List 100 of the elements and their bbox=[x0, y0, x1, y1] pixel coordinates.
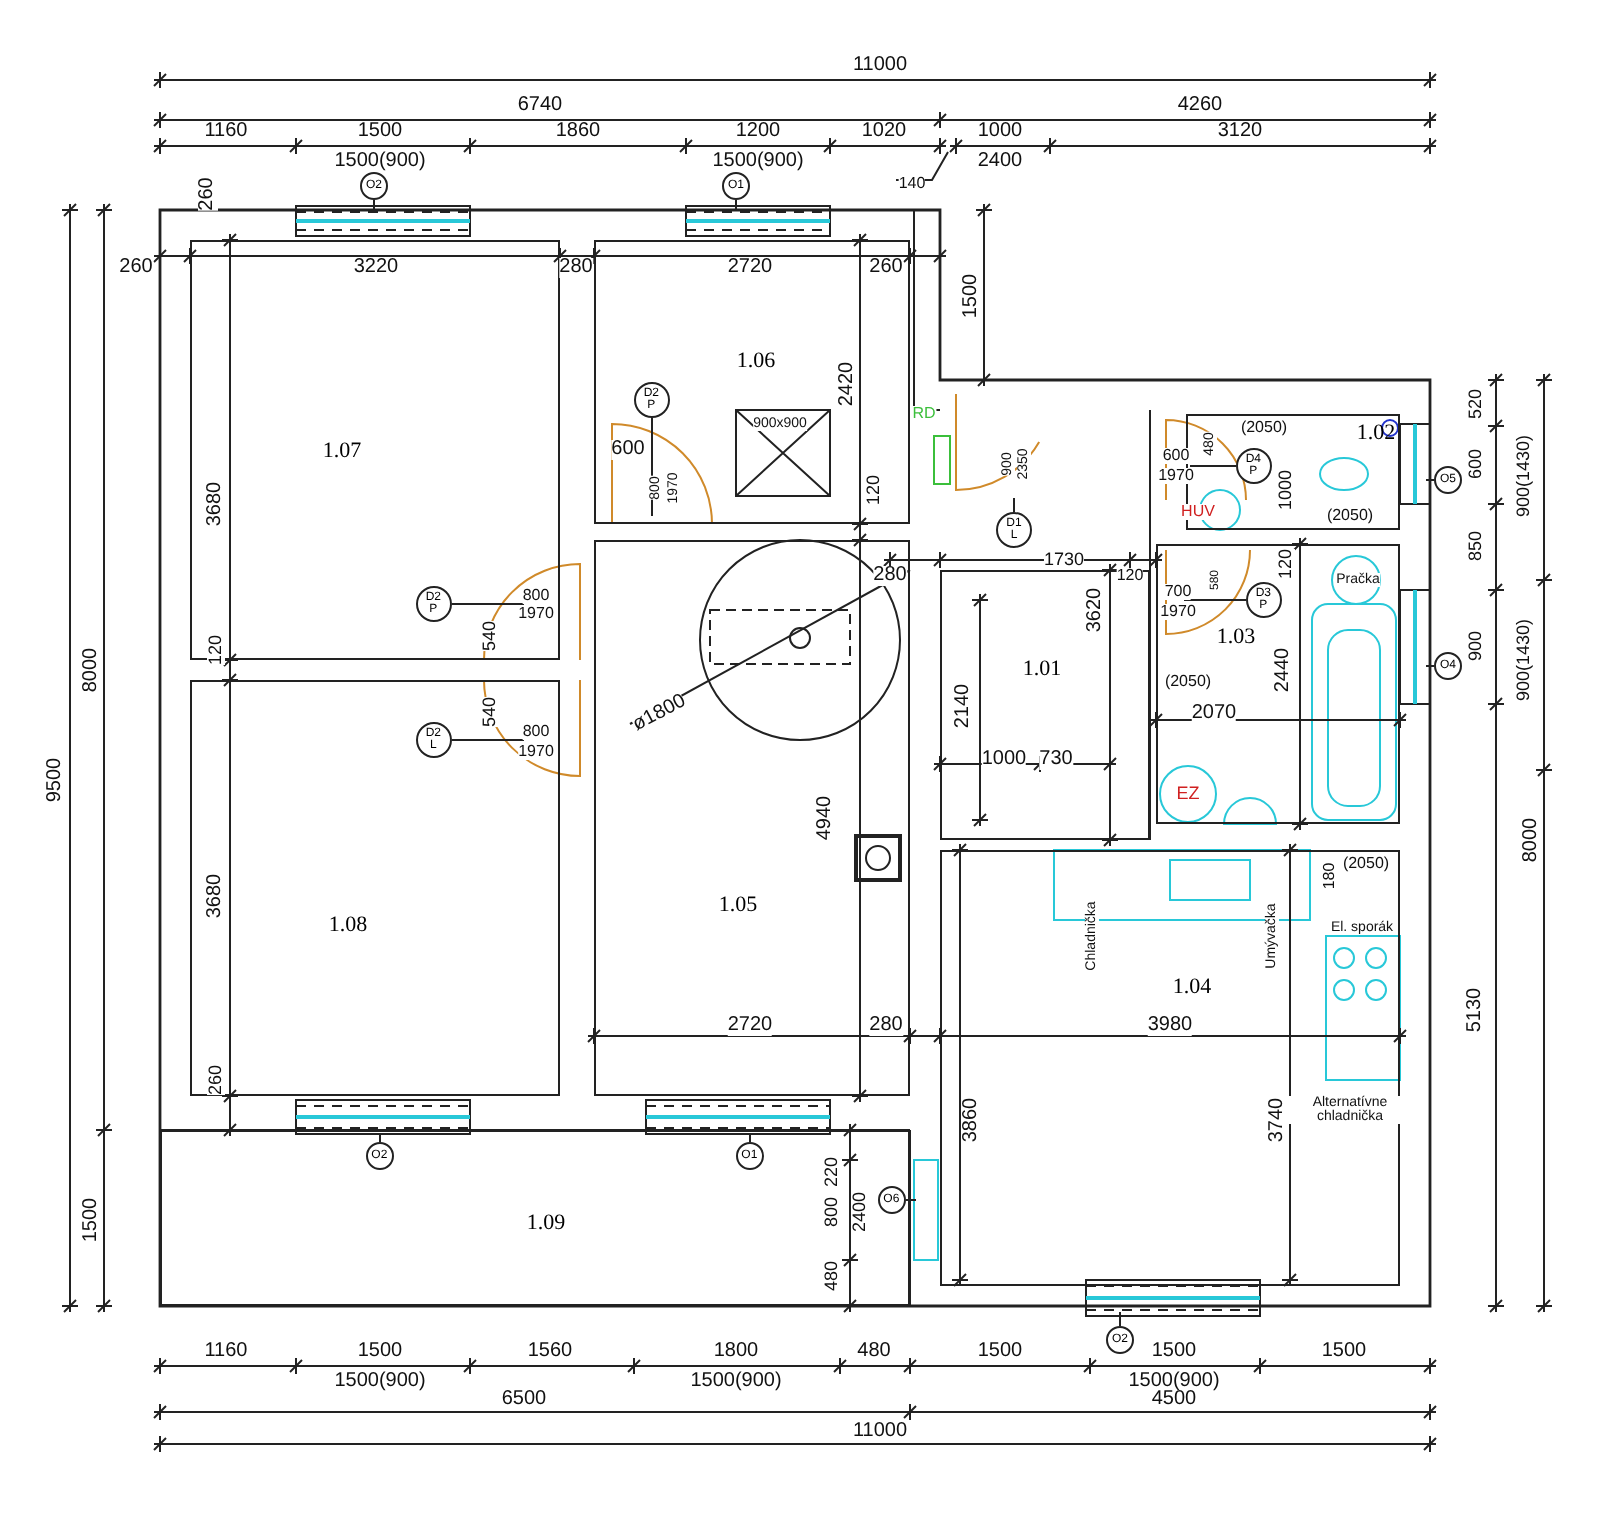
dimension-label: 3860 bbox=[962, 1097, 982, 1143]
dimension-label: 1500 bbox=[1151, 1342, 1197, 1362]
room-number: 1.05 bbox=[718, 895, 758, 917]
dimension-label: 260 bbox=[198, 177, 218, 211]
dimension-label: 1200 bbox=[735, 122, 781, 142]
dimension-label: 260 bbox=[207, 1064, 225, 1096]
dimension-label: (2050) bbox=[1326, 508, 1374, 524]
dimension-label: 120 bbox=[1116, 568, 1144, 584]
leader-line bbox=[1425, 665, 1435, 667]
dimension-label: 850 bbox=[1467, 530, 1485, 562]
dimension-label: 700 bbox=[1164, 584, 1192, 600]
dimension-label: 1020 bbox=[861, 122, 907, 142]
dimension-label: 1500(900) bbox=[334, 152, 426, 172]
dimension-label: 2400 bbox=[977, 152, 1023, 172]
dimension-label: 1500 bbox=[1321, 1342, 1367, 1362]
dimension-label: (2050) bbox=[1164, 674, 1212, 690]
fixture-label: HUV bbox=[1181, 504, 1215, 520]
dimension-label: 800 bbox=[522, 724, 550, 740]
dimension-label: 1560 bbox=[527, 1342, 573, 1362]
fixture-label: EZ bbox=[1176, 785, 1200, 803]
room-number: 1.09 bbox=[526, 1213, 566, 1235]
dimension-label: 600 bbox=[1162, 448, 1190, 464]
fixture-label: RD bbox=[912, 406, 936, 422]
dimension-label: 180 bbox=[1322, 862, 1338, 890]
room-number: 1.01 bbox=[1022, 659, 1062, 681]
leader-line bbox=[735, 199, 737, 211]
dimension-label: 3980 bbox=[1147, 1016, 1193, 1036]
room-outline bbox=[594, 540, 910, 1096]
dimension-label: 3680 bbox=[206, 873, 226, 919]
dimension-label: 11000 bbox=[852, 1422, 908, 1442]
dimension-label: 1970 bbox=[1160, 604, 1196, 620]
dimension-label: 4940 bbox=[816, 795, 836, 841]
dimension-label: 2070 bbox=[1191, 704, 1237, 724]
door-tag bbox=[415, 585, 452, 622]
leader-line bbox=[1425, 479, 1435, 481]
door-tag bbox=[1245, 581, 1282, 618]
dimension-label: 2720 bbox=[727, 1016, 773, 1036]
leader-line bbox=[1189, 465, 1237, 467]
dimension-label: 1160 bbox=[204, 122, 248, 142]
room-number: 1.06 bbox=[736, 351, 776, 373]
leader-line bbox=[451, 739, 525, 741]
dimension-label: 120 bbox=[207, 634, 225, 666]
dimension-label: 600 bbox=[611, 440, 645, 460]
dimension-label: 540 bbox=[481, 620, 499, 652]
room-outline bbox=[940, 850, 1400, 1286]
dimension-label: 3740 bbox=[1268, 1097, 1288, 1143]
room-number: 1.03 bbox=[1216, 627, 1256, 649]
dimension-label: 1500(900) bbox=[1128, 1372, 1220, 1392]
dimension-label: 2400 bbox=[851, 1191, 869, 1233]
dimension-label: 1160 bbox=[204, 1342, 248, 1362]
dimension-label: 1500 bbox=[962, 273, 982, 319]
dimension-label: 800 bbox=[522, 588, 550, 604]
dimension-label: 1860 bbox=[555, 122, 601, 142]
leader-line bbox=[1119, 1311, 1121, 1327]
leader-line bbox=[379, 1133, 381, 1143]
dimension-label: 280 bbox=[873, 566, 907, 586]
leader-line bbox=[749, 1133, 751, 1143]
dimension-label: 6500 bbox=[501, 1390, 547, 1410]
door-tag bbox=[1235, 447, 1272, 484]
room-number: 1.02 bbox=[1356, 423, 1396, 445]
leader-line bbox=[451, 603, 525, 605]
dimension-label: 3120 bbox=[1217, 122, 1263, 142]
dimension-label: 1500(900) bbox=[334, 1372, 426, 1392]
room-number: 1.07 bbox=[322, 441, 362, 463]
dimension-label: 480 bbox=[857, 1342, 891, 1362]
dimension-label: 1500 bbox=[357, 122, 403, 142]
dimension-label: 280 bbox=[869, 1016, 903, 1036]
dimension-label: 140 bbox=[898, 176, 926, 192]
dimension-label: 1500(900) bbox=[690, 1372, 782, 1392]
dimension-label: 4260 bbox=[1177, 96, 1223, 116]
dimension-label: 6740 bbox=[517, 96, 563, 116]
dimension-label: 120 bbox=[865, 474, 883, 506]
dimension-label: 280 bbox=[559, 258, 593, 278]
dimension-label: 730 bbox=[1039, 750, 1073, 770]
dimension-label: 1800 bbox=[713, 1342, 759, 1362]
dimension-label: 8000 bbox=[82, 647, 102, 693]
dimension-label: 1500 bbox=[977, 1342, 1023, 1362]
door-tag bbox=[633, 381, 670, 418]
dimension-label: 2720 bbox=[727, 258, 773, 278]
leader-line bbox=[1013, 497, 1015, 513]
dimension-label: 220 bbox=[823, 1156, 841, 1188]
dimension-label: 800 bbox=[823, 1196, 841, 1228]
dimension-label: 1000 bbox=[981, 750, 1027, 770]
dimension-label: 4500 bbox=[1151, 1390, 1197, 1410]
leader-line bbox=[1183, 599, 1247, 601]
dimension-label: 1000 bbox=[977, 122, 1023, 142]
dimension-label: 1970 bbox=[518, 606, 554, 622]
dimension-label: 2140 bbox=[954, 683, 974, 729]
leader-line bbox=[373, 199, 375, 211]
dimension-label: 1970 bbox=[1158, 468, 1194, 484]
dimension-label: 11000 bbox=[852, 56, 908, 76]
room-number: 1.04 bbox=[1172, 977, 1212, 999]
dimension-label: 3620 bbox=[1086, 587, 1106, 633]
dimension-label: 260 bbox=[119, 258, 153, 278]
dimension-label: 3220 bbox=[353, 258, 399, 278]
dimension-label: 540 bbox=[481, 696, 499, 728]
room-outline bbox=[940, 570, 1150, 840]
dimension-label: 2440 bbox=[1274, 647, 1294, 693]
dimension-label: 480 bbox=[823, 1260, 841, 1292]
dimension-label: 260 bbox=[869, 258, 903, 278]
